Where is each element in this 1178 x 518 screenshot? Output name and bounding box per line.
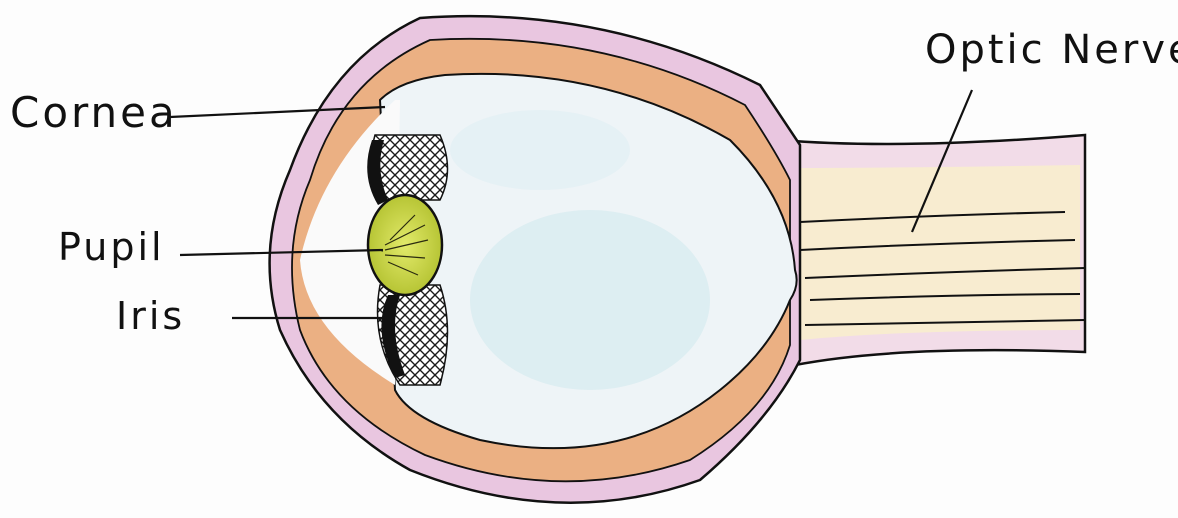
- iris-label: Iris: [116, 297, 185, 335]
- optic-nerve-label: Optic Nerve: [925, 30, 1178, 70]
- vitreous-tint: [470, 210, 710, 390]
- optic-nerve-body: [790, 165, 1080, 340]
- vitreous-tint-upper: [450, 110, 630, 190]
- pupil-label: Pupil: [58, 228, 165, 266]
- cornea-label: Cornea: [10, 92, 178, 134]
